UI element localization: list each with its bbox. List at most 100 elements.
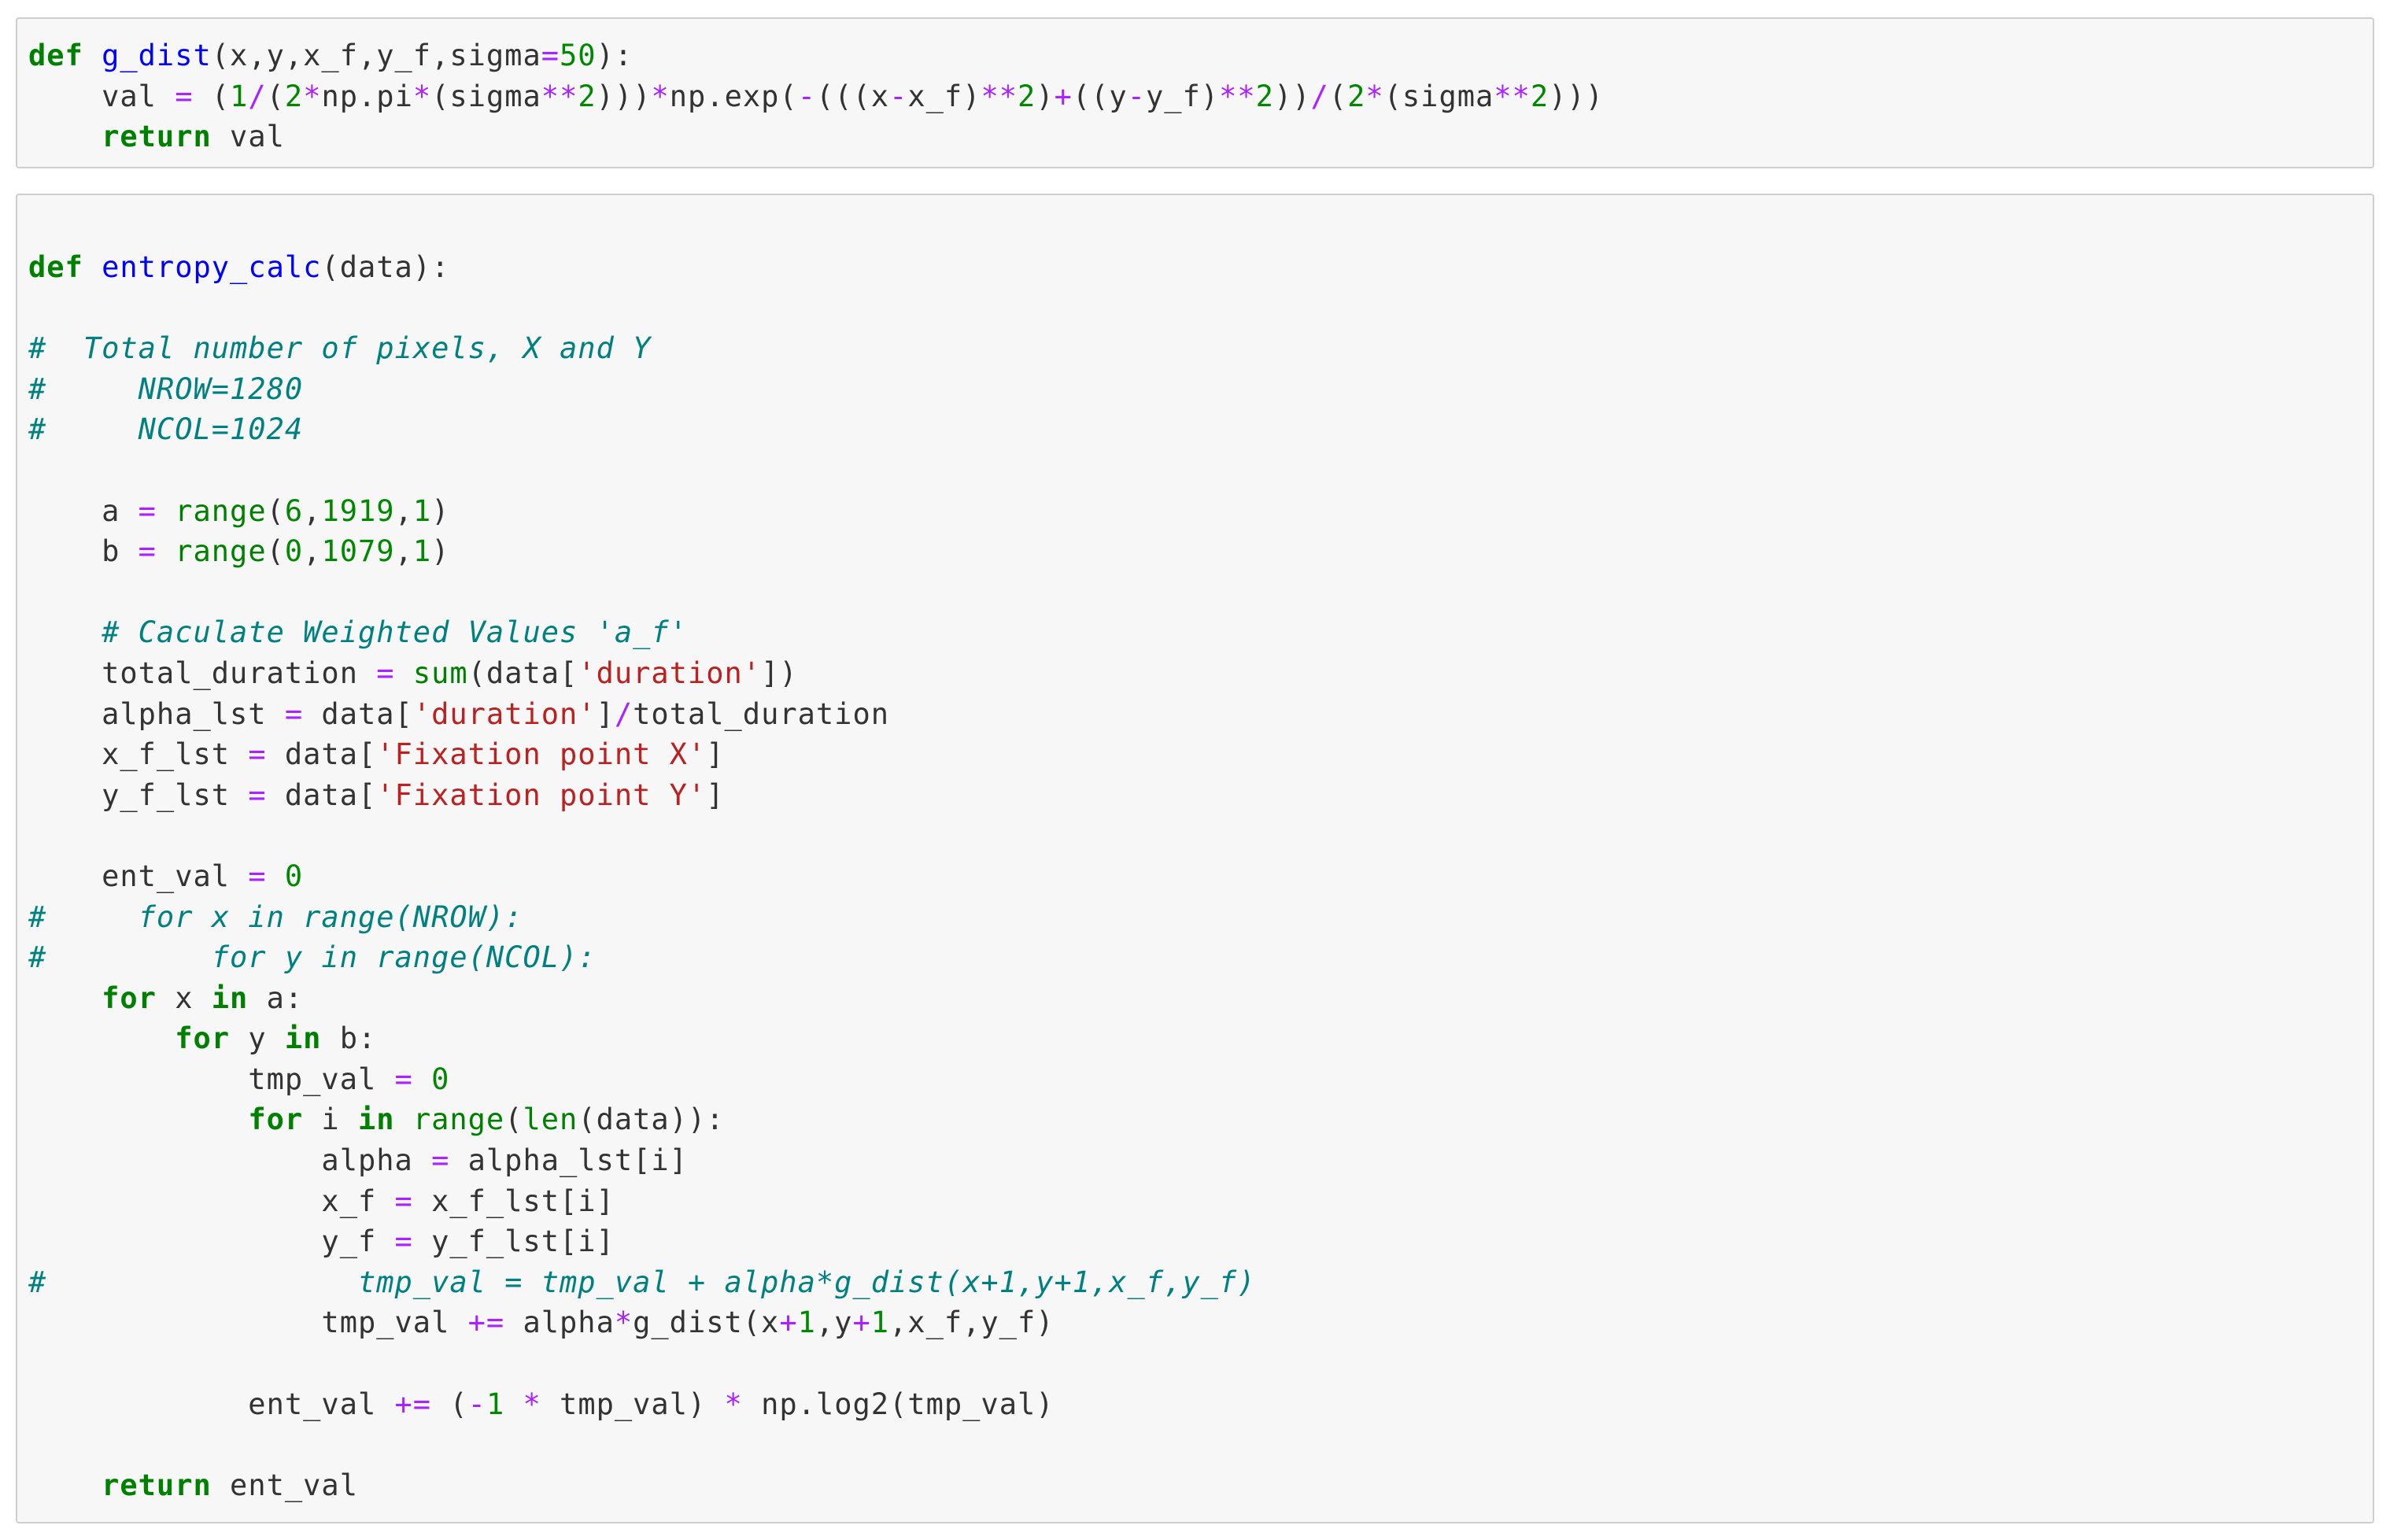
code-token: x_f_lst[i] [412,1184,615,1218]
code-token: np.log2(tmp_val) [742,1387,1055,1421]
code-token: += [394,1387,432,1421]
code-token: a [28,493,139,528]
code-token: * [303,79,322,113]
code-line: x_f = x_f_lst[i] [28,1181,1255,1222]
code-token: - [1127,79,1146,113]
code-line: for i in range(len(data)): [28,1099,1255,1140]
code-token: = [248,777,267,812]
code-token: total_duration [633,696,890,731]
code-token: / [248,79,267,113]
code-line: val = (1/(2*np.pi*(sigma**2)))*np.exp(-(… [28,76,1604,117]
code-line: def entropy_calc(data): [28,247,1255,288]
code-token: + [1054,79,1073,113]
code-token: = [394,1184,413,1218]
code-token: ( [266,493,285,528]
code-token: ( [431,1387,468,1421]
code-token: for [248,1102,304,1137]
code-line [28,1424,1255,1465]
code-token: , [394,534,413,569]
code-token: 2 [284,79,304,113]
code-token: b [28,534,139,569]
code-token: ( [1328,79,1348,113]
code-token: 2 [1255,79,1274,113]
code-token: 0 [431,1062,450,1096]
code-token: val [28,79,175,113]
code-token: ( [504,1102,523,1137]
code-token: ** [541,79,578,113]
code-token: ) [1036,79,1055,113]
code-line: return ent_val [28,1465,1255,1506]
code-token: tmp_val [28,1062,395,1096]
code-token [28,1021,175,1055]
code-token: (data)): [578,1102,725,1137]
code-line: b = range(0,1079,1) [28,531,1255,572]
code-token: return [102,120,212,154]
code-token: ** [981,79,1018,113]
code-token: # NROW=1280 [28,371,304,406]
code-token [395,1102,413,1136]
code-line [28,288,1255,329]
code-token: ** [1494,79,1531,113]
code-token: ((y [1072,79,1128,113]
code-token: - [467,1387,486,1421]
code-token: * [1365,79,1384,113]
code-token: x [156,981,212,1015]
code-line: total_duration = sum(data['duration']) [28,653,1255,694]
code-line: def g_dist(x,y,x_f,y_f,sigma=50): [28,35,1604,76]
code-line: ent_val += (-1 * tmp_val) * np.log2(tmp_… [28,1384,1255,1425]
code-token: alpha [28,1143,432,1178]
code-line: # NCOL=1024 [28,409,1255,450]
code-token: = [138,493,157,528]
code-token: 2 [1347,79,1366,113]
code-token: * [614,1305,634,1340]
code-token: i [303,1102,358,1137]
code-token [83,39,102,72]
code-token [28,1468,102,1502]
code-token: = [248,859,267,893]
code-token: np.pi [321,79,413,113]
code-line: tmp_val += alpha*g_dist(x+1,y+1,x_f,y_f) [28,1302,1255,1343]
code-token: 1 [412,534,432,569]
code-token: # tmp_val = tmp_val + alpha*g_dist(x+1,y… [28,1265,1256,1299]
code-editor[interactable]: def entropy_calc(data): # Total number of… [28,247,1255,1505]
code-line: # NROW=1280 [28,369,1255,410]
code-token: return [102,1468,212,1502]
code-token: (((x [815,79,890,113]
code-token: ) [431,493,450,528]
code-token: # Total number of pixels, X and Y [28,331,652,366]
code-token: y_f_lst[i] [412,1224,615,1259]
code-token: range [175,493,267,528]
code-token: ent_val [28,1387,395,1421]
code-line: alpha = alpha_lst[i] [28,1140,1255,1181]
code-token: 1 [870,1305,890,1340]
code-token: alpha_lst [28,696,285,731]
code-line: # for y in range(NCOL): [28,937,1255,978]
code-token: tmp_val) [541,1387,725,1421]
code-token: += [467,1305,505,1340]
code-line: x_f_lst = data['Fixation point X'] [28,734,1255,775]
code-token: alpha [504,1305,615,1340]
code-token: b: [321,1021,377,1056]
code-token: = [394,1062,413,1096]
code-line [28,815,1255,856]
code-token [28,615,102,649]
code-line [28,1343,1255,1384]
code-token: ( [266,534,285,569]
code-token: = [248,737,267,772]
code-editor[interactable]: def g_dist(x,y,x_f,y_f,sigma=50): val = … [28,35,1604,157]
code-token: ]) [761,656,798,690]
code-token: 1 [412,493,432,528]
code-token: data[ [266,777,377,812]
code-token [504,1387,523,1421]
code-cell-g-dist[interactable]: def g_dist(x,y,x_f,y_f,sigma=50): val = … [16,17,2374,168]
code-token: ))) [1549,79,1604,113]
code-cell-entropy-calc[interactable]: def entropy_calc(data): # Total number of… [16,194,2374,1523]
code-token: = [284,696,304,731]
code-token: , [303,534,322,569]
code-token: tmp_val [28,1305,468,1340]
code-token: y_f_lst [28,777,249,812]
code-token: data[ [266,737,377,772]
code-token: ] [706,737,725,772]
code-token [413,1062,431,1096]
code-token: ,y [815,1305,853,1340]
